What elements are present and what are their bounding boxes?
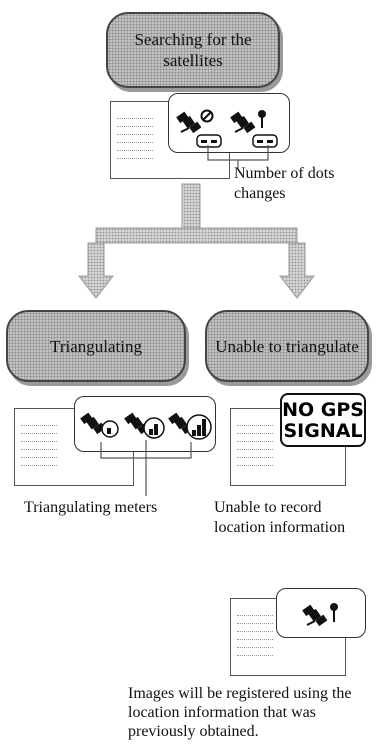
arrow-trunk xyxy=(181,183,201,229)
screen-lines xyxy=(21,425,57,473)
state-triangulating: Triangulating xyxy=(6,310,186,382)
no-gps-signal-badge: NO GPS SIGNAL xyxy=(280,393,366,447)
gps-signal-strong-icon xyxy=(168,412,212,440)
state-searching: Searching for the satellites xyxy=(106,12,280,88)
gps-signal-medium-icon xyxy=(124,412,165,439)
gps-signal-weak-icon xyxy=(80,412,119,438)
state-searching-label: Searching for the satellites xyxy=(134,30,252,70)
gps-searching-icon xyxy=(176,109,214,134)
dots-box-1 xyxy=(196,134,222,148)
searching-icons xyxy=(176,109,278,148)
arrow-left xyxy=(77,242,115,299)
searching-popup xyxy=(168,93,290,153)
caption-unable-record: Unable to record location information xyxy=(214,499,346,536)
dots-box-2 xyxy=(252,134,278,148)
state-triangulating-label: Triangulating xyxy=(50,336,142,356)
caption-registered: Images will be registered using the loca… xyxy=(128,685,352,740)
triangulating-popup xyxy=(74,396,216,452)
screen-lines xyxy=(117,118,153,166)
triangulating-icons xyxy=(80,412,212,440)
screen-lines xyxy=(237,425,273,473)
registered-icons xyxy=(302,603,338,627)
state-unable-label: Unable to triangulate xyxy=(215,336,359,356)
arrow-right xyxy=(278,242,316,299)
state-unable: Unable to triangulate xyxy=(205,310,369,382)
caption-meters: Triangulating meters xyxy=(24,499,158,516)
caption-dots: Number of dots changes xyxy=(234,165,335,202)
arrow-split xyxy=(95,227,298,244)
gps-pin-icon xyxy=(302,603,338,627)
gps-dot-icon xyxy=(230,110,266,134)
screen-lines xyxy=(237,615,273,663)
registered-popup xyxy=(276,588,366,638)
